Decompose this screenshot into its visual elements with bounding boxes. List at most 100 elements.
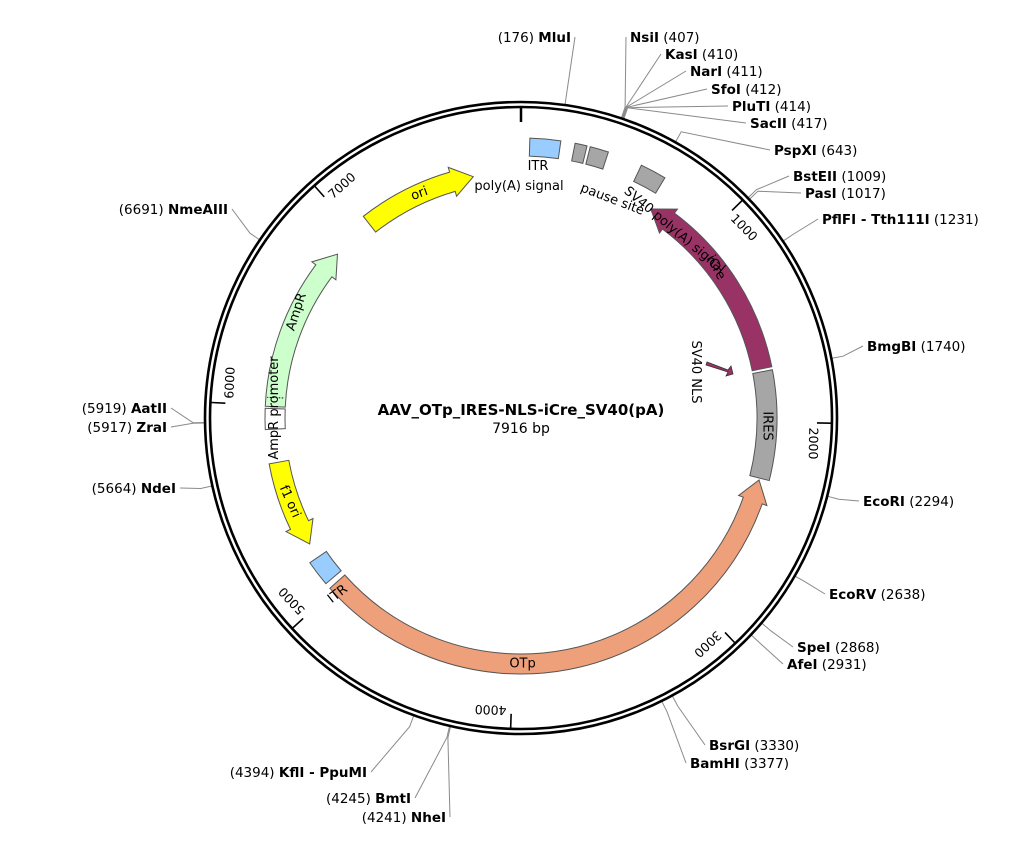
- site-leader: [447, 725, 452, 818]
- otp-label: OTp: [509, 656, 535, 671]
- site-leader-lines: [170, 36, 864, 818]
- site-position: (4394): [230, 765, 279, 781]
- tick-mark: [731, 200, 743, 212]
- site-position: (407): [659, 30, 700, 46]
- site-label: BstEII (1009): [793, 169, 886, 185]
- site-position: (5919): [82, 401, 131, 417]
- site-leader: [748, 190, 802, 200]
- ires-label: IRES: [759, 411, 774, 440]
- ampr-promoter-arrow: [264, 407, 286, 431]
- pause-site-arrow: [585, 146, 610, 170]
- site-label: BamHI (3377): [690, 756, 789, 772]
- site-name: PasI: [805, 186, 837, 202]
- site-position: (1017): [837, 186, 886, 202]
- site-leader: [831, 345, 864, 359]
- site-leader: [827, 495, 860, 502]
- site-leader: [621, 53, 662, 119]
- site-name: BstEII: [793, 169, 837, 185]
- site-name: BmtI: [375, 791, 411, 807]
- site-label: (176) MluI: [498, 30, 571, 46]
- site-name: ZraI: [136, 420, 167, 436]
- site-position: (2638): [876, 587, 925, 603]
- site-position: (411): [722, 64, 763, 80]
- site-leader: [622, 88, 708, 119]
- site-leader: [414, 725, 451, 799]
- ampr-promoter-label: AmpR promoter: [267, 356, 282, 460]
- sv40-polya-label: SV40 poly(A) signal: [621, 184, 728, 277]
- site-leader: [564, 36, 576, 106]
- sv40-nls-arrow: [705, 361, 734, 377]
- site-name: NsiI: [630, 30, 659, 46]
- itr-top-label: ITR: [528, 159, 549, 174]
- site-name: NdeI: [141, 481, 176, 497]
- itr-top-arrow: [528, 137, 562, 160]
- site-label: PasI (1017): [805, 186, 886, 202]
- site-position: (1009): [837, 169, 886, 185]
- site-label: (5919) AatII: [82, 401, 167, 417]
- site-label: EcoRI (2294): [863, 494, 954, 510]
- site-position: (417): [787, 116, 828, 132]
- tick-label: 4000: [474, 702, 506, 718]
- plasmid-size: 7916 bp: [492, 421, 550, 437]
- site-label: (4394) KflI - PpuMI: [230, 765, 367, 781]
- site-leader: [674, 131, 771, 151]
- site-position: (2931): [818, 657, 867, 673]
- icre-arrow: [650, 208, 773, 372]
- site-position: (412): [741, 82, 782, 98]
- site-name: SpeI: [797, 640, 831, 656]
- site-leader: [179, 485, 213, 490]
- site-name: EcoRV: [829, 587, 877, 603]
- backbone-inner-ring: [208, 105, 834, 731]
- ampr-promoter-junction: [267, 396, 284, 399]
- site-leader: [231, 208, 261, 241]
- site-name: PflFI - Tth111I: [822, 212, 930, 228]
- site-position: (3330): [750, 738, 799, 754]
- site-position: (414): [770, 99, 811, 115]
- site-name: PspXI: [774, 143, 817, 159]
- site-position: (6691): [119, 202, 168, 218]
- polya-signal-label: poly(A) signal: [474, 179, 563, 194]
- tick-mark: [211, 401, 226, 405]
- tick-label: 2000: [806, 427, 822, 459]
- site-label: SfoI (412): [711, 82, 782, 98]
- site-name: BamHI: [690, 756, 740, 772]
- site-label: BsrGI (3330): [709, 738, 799, 754]
- plasmid-title: AAV_OTp_IRES-NLS-iCre_SV40(pA): [378, 401, 665, 419]
- site-label: NarI (411): [690, 64, 763, 80]
- site-position: (1231): [930, 212, 979, 228]
- site-label: KasI (410): [665, 47, 738, 63]
- site-name: BsrGI: [709, 738, 750, 754]
- restriction-site-labels: (176) MluI NsiI (407)KasI (410)NarI (411)…: [82, 30, 979, 826]
- site-position: (1740): [916, 339, 965, 355]
- site-label: SacII (417): [750, 116, 827, 132]
- site-label: PflFI - Tth111I (1231): [822, 212, 979, 228]
- site-position: (3377): [740, 756, 789, 772]
- site-label: NsiI (407): [630, 30, 700, 46]
- site-leader: [370, 715, 415, 773]
- tick-mark: [292, 617, 304, 629]
- sv40-nls-label: SV40 NLS: [688, 340, 703, 403]
- site-name: MluI: [538, 30, 571, 46]
- site-label: (5917) ZraI: [87, 420, 167, 436]
- site-leader: [750, 634, 784, 665]
- site-leader: [761, 622, 794, 648]
- site-name: SfoI: [711, 82, 741, 98]
- site-name: NarI: [690, 64, 722, 80]
- site-position: (2294): [905, 494, 954, 510]
- polya-signal-arrow: [571, 142, 588, 164]
- site-label: PluTI (414): [732, 99, 811, 115]
- site-position: (2868): [831, 640, 880, 656]
- otp-arrow: [329, 479, 768, 675]
- site-position: (4241): [362, 810, 411, 826]
- site-name: KasI: [665, 47, 698, 63]
- ampr-arrow: [264, 253, 339, 408]
- site-label: SpeI (2868): [797, 640, 880, 656]
- site-leader: [794, 575, 826, 595]
- site-position: (4245): [326, 791, 375, 807]
- site-name: PluTI: [732, 99, 770, 115]
- site-label: BmgBI (1740): [867, 339, 966, 355]
- site-position: (5664): [92, 481, 141, 497]
- ori-arrow: [362, 166, 475, 233]
- site-leader: [620, 36, 627, 119]
- site-leader: [782, 218, 819, 242]
